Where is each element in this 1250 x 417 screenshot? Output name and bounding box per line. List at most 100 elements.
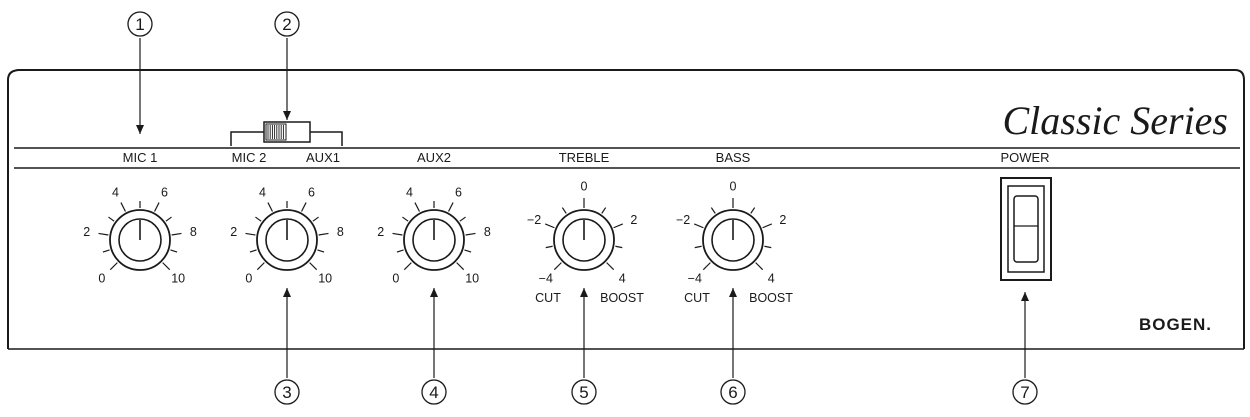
- scale-major-tick: [606, 262, 615, 271]
- callout-4: 4: [421, 288, 447, 405]
- knob-mic2-aux1[interactable]: 0 2 4 6 8 10: [230, 185, 344, 285]
- callout-arrowhead: [580, 288, 588, 297]
- scale-minor-tick: [615, 245, 623, 249]
- callout-7: 7: [1012, 292, 1038, 405]
- scale-tick-label: 4: [619, 272, 626, 286]
- callout-circle: [720, 379, 746, 405]
- callout-1: 1: [127, 11, 153, 134]
- switch-label-mic2: MIC 2: [232, 150, 267, 165]
- scale-tick-label: 4: [406, 185, 413, 199]
- knob-label-treble: TREBLE: [559, 150, 610, 165]
- callout-number: 5: [579, 383, 588, 402]
- scale-tick-label: 10: [465, 272, 479, 286]
- scale-minor-tick: [694, 245, 702, 249]
- scale-minor-tick: [312, 216, 319, 222]
- power-rocker-switch[interactable]: [1000, 177, 1052, 281]
- scale-end-label-cut: CUT: [684, 291, 710, 305]
- scale-tick-label: 6: [308, 185, 315, 199]
- callout-circle: [274, 11, 300, 37]
- scale-tick-label: 2: [83, 225, 90, 239]
- scale-minor-tick: [249, 249, 257, 253]
- callout-3: 3: [274, 288, 300, 405]
- scale-major-tick: [456, 262, 465, 271]
- callout-5: 5: [571, 288, 597, 405]
- scale-minor-tick: [402, 216, 409, 222]
- scale-minor-tick: [396, 249, 404, 253]
- power-rocker[interactable]: [1013, 195, 1039, 263]
- knob-label-bass: BASS: [716, 150, 751, 165]
- scale-tick-label: 6: [455, 185, 462, 199]
- scale-minor-tick: [601, 207, 607, 214]
- scale-tick-label: 10: [318, 272, 332, 286]
- callout-number: 2: [282, 15, 291, 34]
- scale-minor-tick: [750, 207, 756, 214]
- scale-tick-label: −2: [676, 213, 690, 227]
- scale-tick-label: 0: [98, 272, 105, 286]
- power-label: POWER: [1000, 150, 1049, 165]
- scale-tick-label: 0: [392, 272, 399, 286]
- knob-label-aux2: AUX2: [417, 150, 451, 165]
- scale-major-tick: [318, 232, 329, 236]
- brand-series-title: Classic Series: [1002, 98, 1228, 143]
- callout-circle: [127, 11, 153, 37]
- knob-aux2[interactable]: AUX2 0 2 4 6 8 10: [377, 150, 491, 286]
- scale-end-label-boost: BOOST: [749, 291, 793, 305]
- callout-number: 1: [135, 15, 144, 34]
- scale-major-tick: [762, 223, 773, 229]
- scale-major-tick: [403, 262, 412, 271]
- scale-minor-tick: [108, 216, 115, 222]
- callout-arrowhead: [283, 111, 291, 120]
- callout-arrowhead: [136, 125, 144, 134]
- scale-tick-label: 4: [112, 185, 119, 199]
- scale-major-tick: [392, 232, 403, 236]
- scale-major-tick: [300, 202, 307, 212]
- scale-minor-tick: [102, 249, 110, 253]
- scale-major-tick: [309, 262, 318, 271]
- scale-end-label-boost: BOOST: [600, 291, 644, 305]
- callout-circle: [571, 379, 597, 405]
- callout-number: 7: [1020, 383, 1029, 402]
- scale-major-tick: [755, 262, 764, 271]
- scale-minor-tick: [464, 249, 472, 253]
- scale-major-tick: [465, 232, 476, 236]
- scale-tick-label: 2: [377, 225, 384, 239]
- panel-outline: [7, 69, 1245, 349]
- scale-tick-label: 6: [161, 185, 168, 199]
- scale-major-tick: [245, 232, 256, 236]
- scale-tick-label: −4: [539, 272, 553, 286]
- switch-label-aux1: AUX1: [306, 150, 340, 165]
- callout-number: 3: [282, 383, 291, 402]
- scale-minor-tick: [561, 207, 567, 214]
- scale-tick-label: 2: [779, 213, 786, 227]
- scale-tick-label: 0: [245, 272, 252, 286]
- scale-major-tick: [153, 202, 160, 212]
- callout-arrowhead: [1021, 292, 1029, 301]
- scale-tick-label: 8: [337, 225, 344, 239]
- scale-tick-label: 4: [259, 185, 266, 199]
- scale-major-tick: [553, 262, 562, 271]
- scale-minor-tick: [764, 245, 772, 249]
- callout-number: 4: [429, 383, 438, 402]
- scale-major-tick: [544, 223, 555, 229]
- scale-minor-tick: [317, 249, 325, 253]
- scale-tick-label: 4: [768, 272, 775, 286]
- callout-markers: 1 2 3 4 5 6 7: [127, 11, 1038, 405]
- scale-major-tick: [702, 262, 711, 271]
- callout-arrowhead: [283, 288, 291, 297]
- scale-tick-label: 2: [230, 225, 237, 239]
- callout-number: 6: [728, 383, 737, 402]
- scale-major-tick: [613, 223, 624, 229]
- brand-logo: BOGEN.: [1139, 315, 1212, 334]
- scale-tick-label: −2: [527, 213, 541, 227]
- callout-2: 2: [274, 11, 300, 120]
- scale-tick-label: 0: [730, 180, 737, 194]
- scale-tick-label: −4: [688, 272, 702, 286]
- scale-tick-label: 8: [484, 225, 491, 239]
- scale-major-tick: [109, 262, 118, 271]
- scale-minor-tick: [710, 207, 716, 214]
- input-selector-switch[interactable]: [230, 121, 343, 146]
